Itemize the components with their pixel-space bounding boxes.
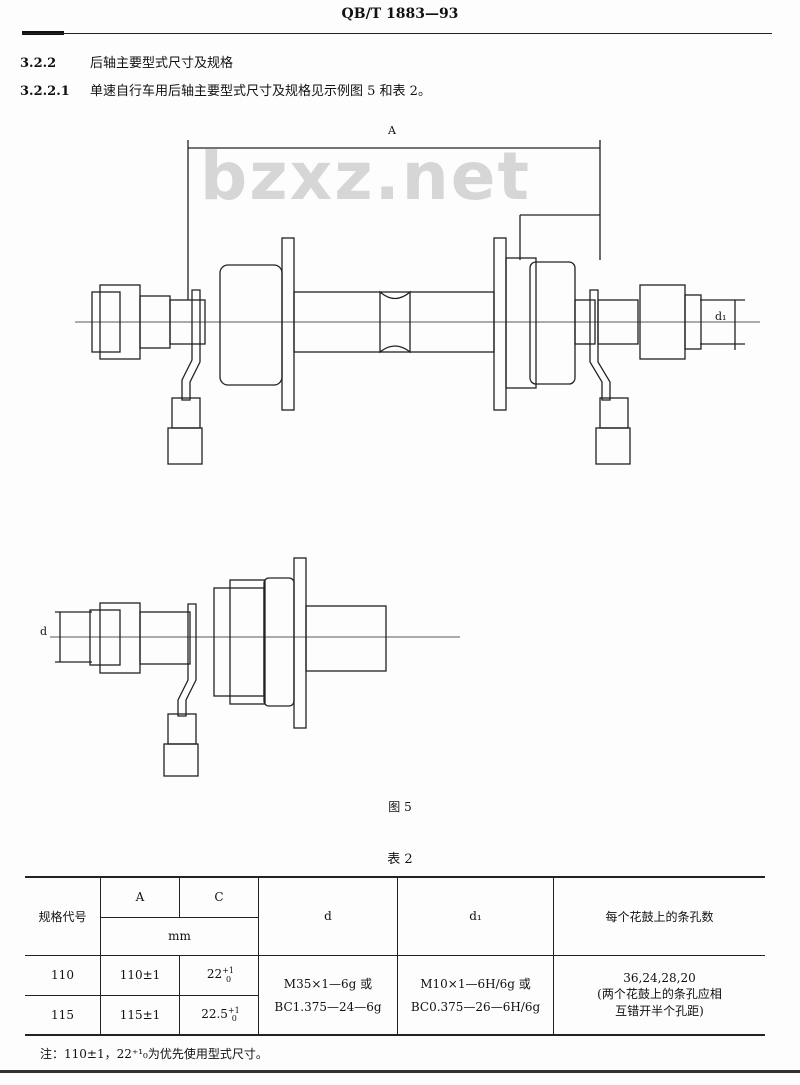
- header-d1: d₁: [397, 876, 554, 956]
- header-d: d: [258, 876, 398, 956]
- dim-label-d1: d₁: [715, 310, 727, 323]
- dim-label-d: d: [40, 625, 48, 638]
- figure-5-drawing: [50, 140, 760, 777]
- header-rule: [22, 33, 772, 34]
- row-c: 22+10: [179, 954, 259, 996]
- footer-rule: [0, 1070, 800, 1073]
- right-tensioner: [589, 289, 611, 401]
- row-c: 22.5+10: [179, 994, 259, 1036]
- clause-number: 3.2.2.1: [20, 84, 70, 99]
- right-flange: [493, 237, 507, 411]
- spec-table: 规格代号 A C d d₁ 每个花鼓上的条孔数 mm 110 110±1 22+…: [25, 876, 765, 1036]
- header-a: A: [100, 876, 180, 918]
- table-note: 注：110±1，22⁺¹₀为优先使用型式尺寸。: [40, 1047, 268, 1061]
- header-c: C: [179, 876, 259, 918]
- section-heading: 3.2.2 后轴主要型式尺寸及规格: [20, 52, 233, 71]
- clause-text: 3.2.2.1 单速自行车用后轴主要型式尺寸及规格见示例图 5 和表 2。: [20, 80, 431, 99]
- standard-number: QB/T 1883—93: [341, 6, 459, 22]
- row-a: 115±1: [100, 994, 180, 1036]
- left-nut: [91, 291, 121, 353]
- section-number: 3.2.2: [20, 56, 57, 71]
- row-code: 115: [25, 994, 101, 1036]
- header-holes: 每个花鼓上的条孔数: [553, 876, 765, 956]
- left-tensioner: [181, 289, 201, 401]
- holes-value: 36,24,28,20(两个花鼓上的条孔应相互错开半个孔距): [553, 954, 765, 1036]
- watermark: bzxz.net: [200, 138, 532, 215]
- bottom-freewheel: [213, 587, 265, 697]
- header-unit: mm: [100, 916, 259, 956]
- bottom-flange: [293, 557, 307, 729]
- figure-caption: 图 5: [388, 800, 412, 814]
- table-caption: 表 2: [387, 852, 413, 867]
- row-a: 110±1: [100, 954, 180, 996]
- row-code: 110: [25, 954, 101, 996]
- clause-body: 单速自行车用后轴主要型式尺寸及规格见示例图 5 和表 2。: [90, 84, 431, 99]
- dim-label-a: A: [388, 124, 396, 137]
- left-flange: [281, 237, 295, 411]
- section-title: 后轴主要型式尺寸及规格: [90, 56, 234, 71]
- header-code: 规格代号: [25, 876, 101, 956]
- table-row: 115 115±1 22.5+10: [25, 994, 765, 1036]
- freewheel: [529, 261, 576, 385]
